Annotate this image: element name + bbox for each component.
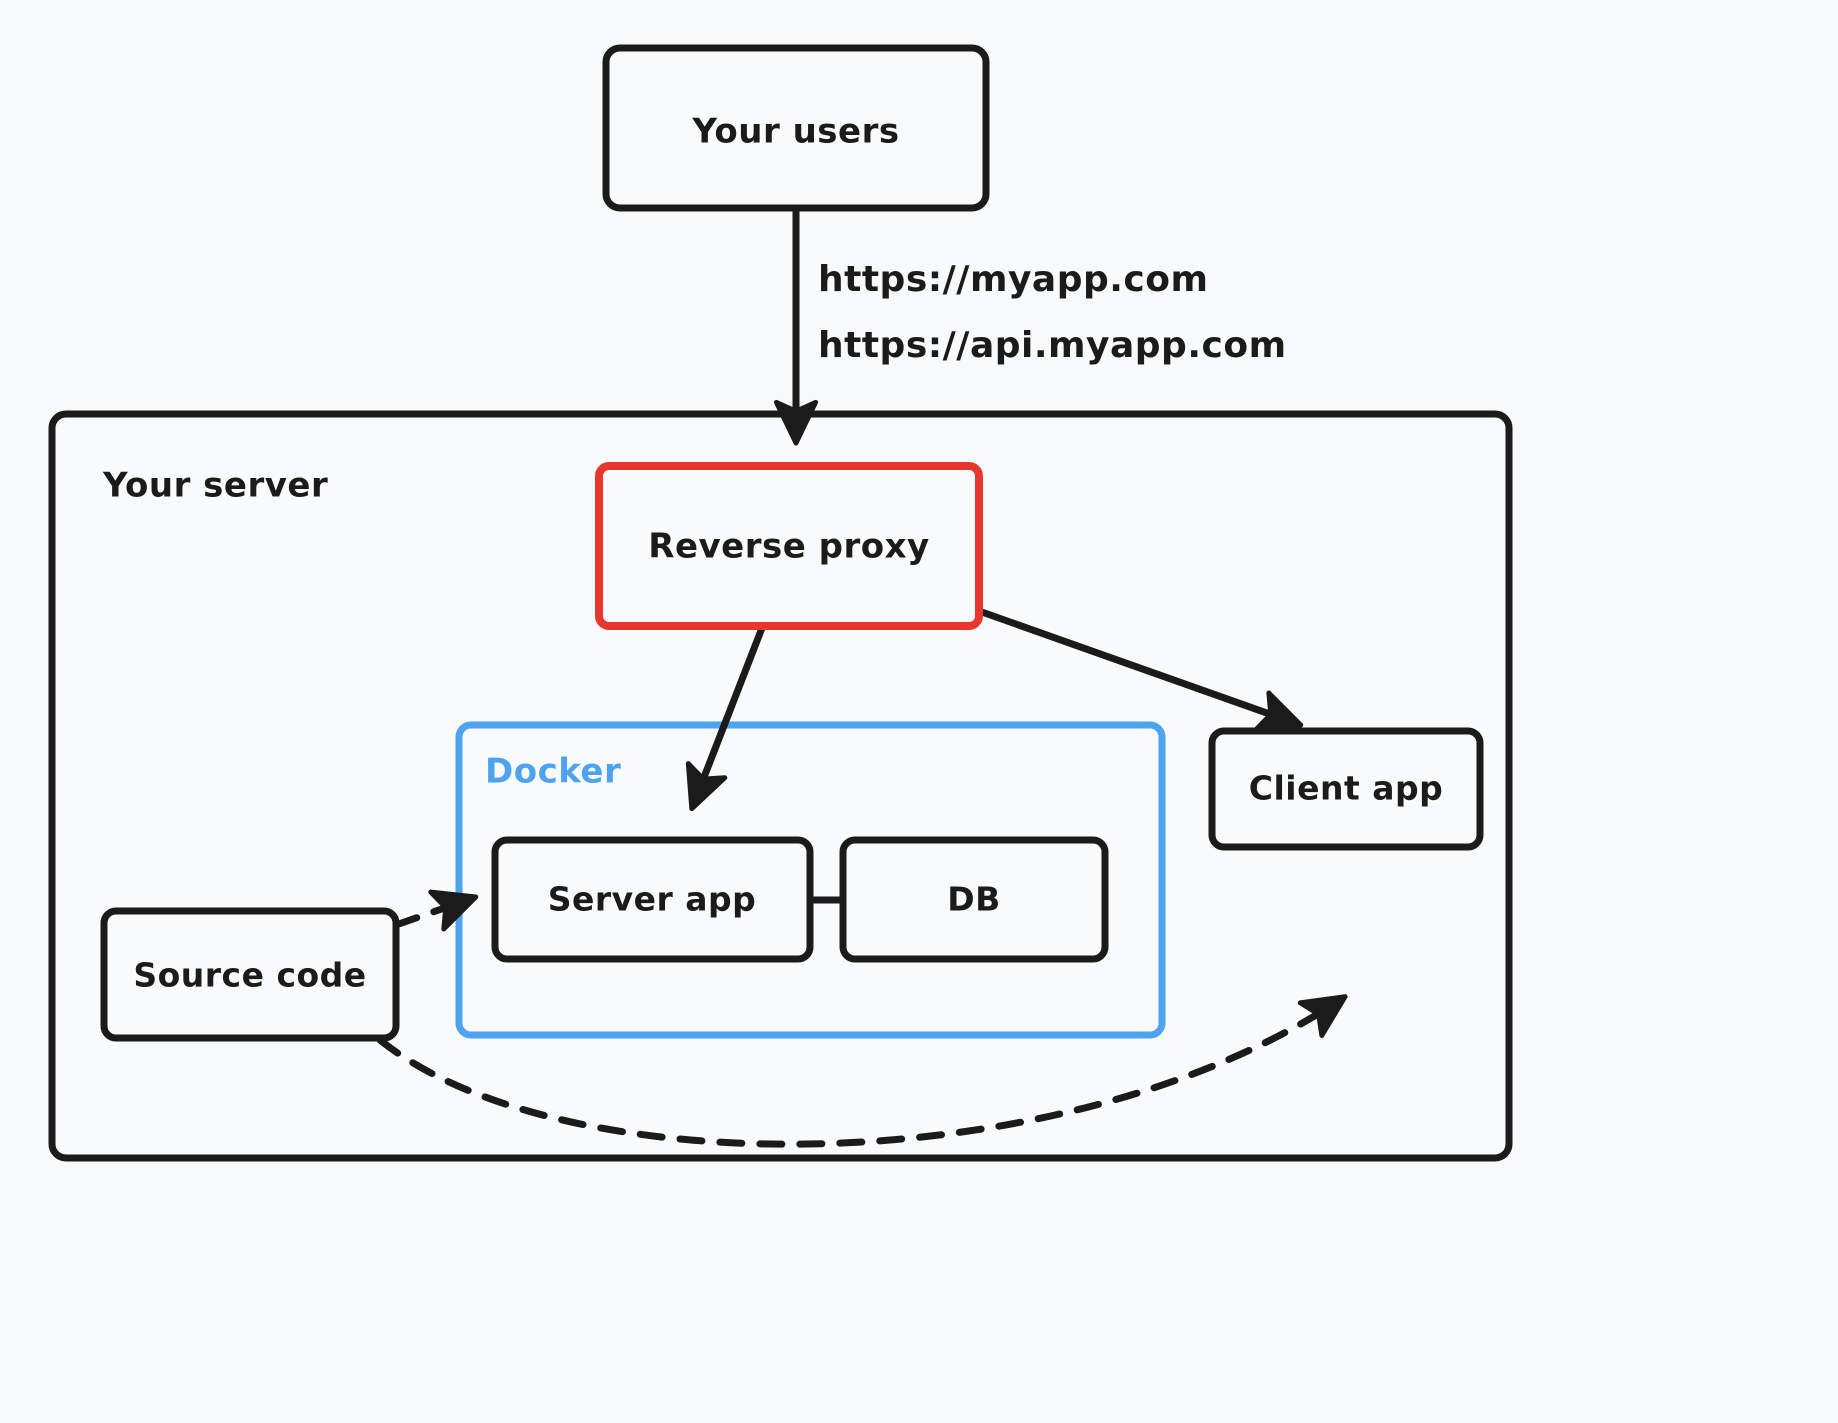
- edge-reverse-proxy-to-client-app: [975, 607, 1304, 733]
- edge-reverse-proxy-to-server-app: [685, 624, 766, 812]
- client-app-box[interactable]: [1208, 727, 1484, 851]
- client-app-label: Client app: [1249, 769, 1444, 808]
- edge-label-urls: https://myapp.com https://api.myapp.com: [818, 259, 1287, 366]
- node-db[interactable]: DB: [839, 836, 1109, 963]
- server-app-label: Server app: [548, 880, 757, 919]
- edge-reverse-proxy-to-client-app-line: [975, 607, 1304, 733]
- your-users-box[interactable]: [602, 44, 990, 212]
- url-api-myapp-label: https://api.myapp.com: [818, 325, 1287, 366]
- source-code-label: Source code: [133, 956, 366, 995]
- edge-source-code-to-client-app: [376, 994, 1348, 1148]
- db-label: DB: [947, 880, 1001, 919]
- edge-source-code-to-server-app-line: [392, 889, 479, 932]
- docker-label: Docker: [485, 752, 621, 792]
- edge-source-code-to-server-app: [392, 889, 479, 932]
- db-box[interactable]: [839, 836, 1109, 963]
- node-server-app[interactable]: Server app: [491, 836, 814, 963]
- your-users-label: Your users: [691, 112, 899, 152]
- source-code-box[interactable]: [100, 907, 400, 1042]
- node-source-code[interactable]: Source code: [100, 907, 400, 1042]
- reverse-proxy-label: Reverse proxy: [648, 527, 929, 567]
- edge-source-code-to-client-app-line: [376, 994, 1348, 1148]
- node-reverse-proxy[interactable]: Reverse proxy: [595, 462, 983, 630]
- url-myapp-label: https://myapp.com: [818, 259, 1209, 300]
- node-client-app[interactable]: Client app: [1208, 727, 1484, 851]
- node-your-users[interactable]: Your users: [602, 44, 990, 212]
- edge-reverse-proxy-to-server-app-line: [685, 624, 766, 812]
- server-app-box[interactable]: [491, 836, 814, 963]
- your-server-label: Your server: [102, 466, 328, 506]
- reverse-proxy-box[interactable]: [595, 462, 983, 630]
